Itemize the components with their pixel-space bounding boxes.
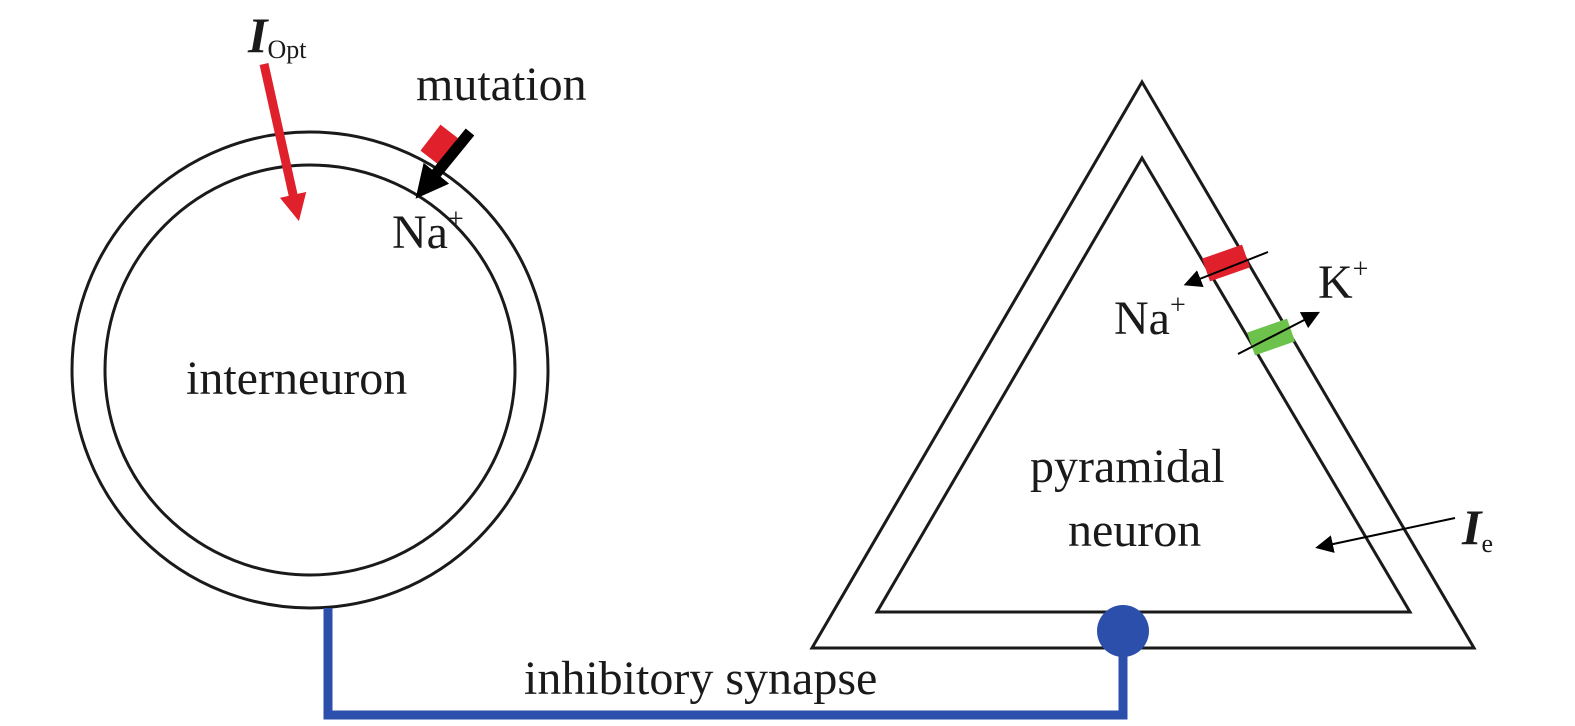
interneuron-outer-membrane (70, 130, 550, 610)
arrow-icon (415, 128, 475, 199)
inhibitory-synapse-label: inhibitory synapse (524, 652, 877, 705)
arrow-icon (1315, 517, 1456, 553)
k-pyramidal-label: K+ (1318, 254, 1368, 309)
interneuron-sodium-channel (415, 124, 475, 199)
mutation-label: mutation (416, 58, 587, 111)
sodium-channel-bar (420, 124, 460, 166)
pyramidal-inner-membrane (874, 155, 1413, 614)
na-interneuron-label: Na+ (392, 204, 464, 259)
inhibitory-synapse (323, 605, 1149, 720)
pyramidal-outer-membrane (809, 79, 1477, 650)
double-arrow-icon (1237, 311, 1321, 355)
dot-icon (1097, 605, 1149, 657)
pyramidal-label-line1: pyramidal (1030, 440, 1225, 493)
interneuron-cell (70, 130, 550, 610)
interneuron-label: interneuron (186, 352, 407, 405)
arrow-icon (259, 63, 307, 222)
pyramidal-potassium-channel (1237, 311, 1321, 356)
sodium-channel-bar (1202, 244, 1250, 282)
synapse-axon (323, 608, 1128, 720)
pyramidal-label-line2: neuron (1068, 504, 1201, 557)
pyramidal-sodium-channel (1183, 244, 1269, 288)
pyramidal-cell (809, 79, 1477, 650)
interneuron-inner-membrane (103, 163, 517, 577)
arrow-icon (1183, 251, 1269, 288)
na-pyramidal-label: Na+ (1114, 290, 1186, 345)
i-e-label: Ie (1461, 499, 1493, 558)
i-opt-label: IOpt (247, 7, 307, 64)
